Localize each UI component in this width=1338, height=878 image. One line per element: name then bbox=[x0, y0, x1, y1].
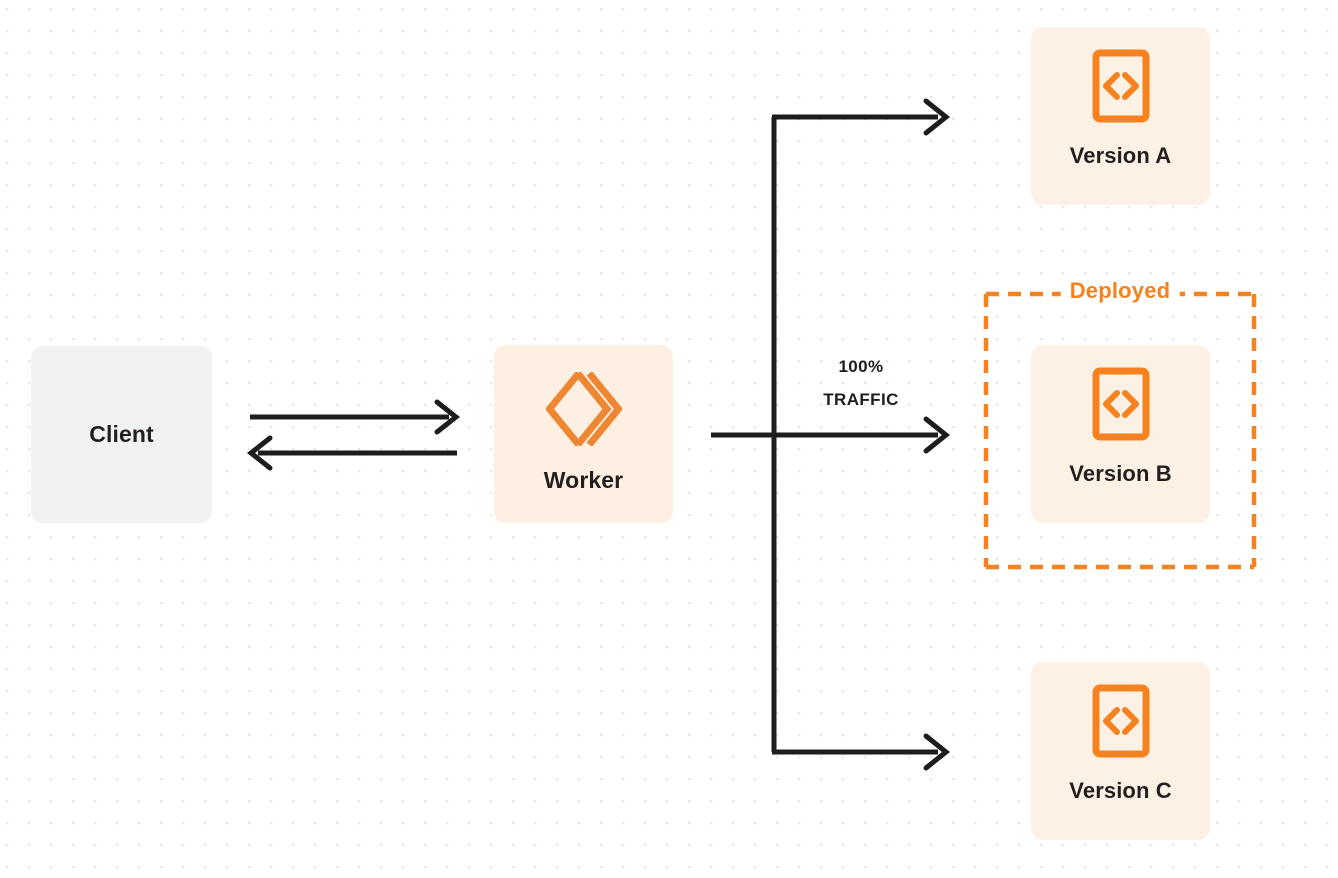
code-file-icon bbox=[1092, 367, 1150, 441]
worker-node[interactable]: Worker bbox=[494, 345, 673, 523]
version-b-node-label: Version B bbox=[1069, 461, 1172, 486]
version-c-node[interactable]: Version C bbox=[1031, 662, 1210, 840]
client-node-label: Client bbox=[89, 421, 154, 447]
edge-worker-to-version-c bbox=[772, 733, 951, 771]
version-a-node-label: Version A bbox=[1069, 143, 1172, 168]
code-file-icon bbox=[1092, 684, 1150, 758]
edge-worker-to-version-a bbox=[772, 98, 951, 136]
edge-client-to-worker bbox=[250, 399, 461, 435]
worker-node-label: Worker bbox=[543, 467, 624, 493]
edge-worker-to-version-b bbox=[711, 416, 951, 454]
traffic-label-text: TRAFFIC bbox=[823, 390, 899, 410]
version-a-node[interactable]: Version A bbox=[1031, 27, 1210, 205]
edge-worker-to-client bbox=[246, 435, 457, 471]
traffic-percent-value: 100% bbox=[838, 357, 884, 376]
client-node[interactable]: Client bbox=[31, 346, 212, 523]
code-file-icon bbox=[1092, 49, 1150, 123]
cloudflare-workers-logo-icon bbox=[545, 372, 622, 446]
traffic-percentage-label: 100% TRAFFIC bbox=[806, 350, 916, 416]
version-b-node[interactable]: Version B bbox=[1031, 345, 1210, 523]
version-c-node-label: Version C bbox=[1069, 778, 1172, 803]
